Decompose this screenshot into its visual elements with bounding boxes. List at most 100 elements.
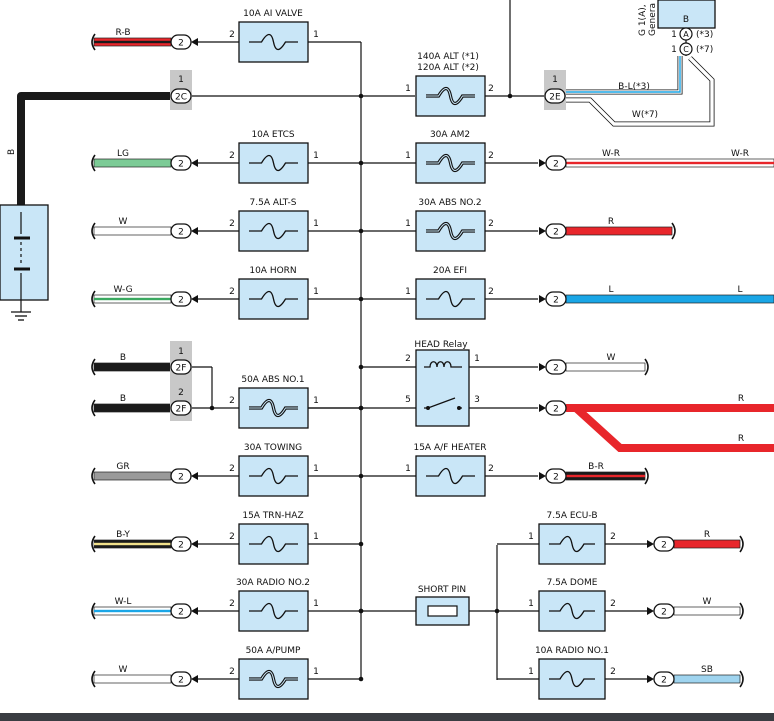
harness-mid-1 <box>565 226 673 236</box>
fuse-right-0-pin-r: 2 <box>610 532 616 542</box>
harness-abs1-bot <box>93 403 172 413</box>
harness-left-5 <box>93 471 172 481</box>
direction-arrow <box>539 472 546 480</box>
fuse-left-2-conn-label: 2 <box>178 227 184 237</box>
harness-break <box>91 535 96 553</box>
generator-pin-c-num: 1 <box>671 45 677 55</box>
wires-layer <box>17 0 774 684</box>
junction-dot <box>358 608 364 614</box>
fuse-left-4-pin-r: 1 <box>313 396 319 406</box>
relay-conn-top <box>545 359 567 375</box>
direction-arrow <box>539 295 546 303</box>
fuse-right-0-pin-l: 1 <box>528 532 534 542</box>
fuse-left-0-conn <box>170 34 192 50</box>
fuse-alt-element-core <box>426 88 475 104</box>
direction-arrow <box>191 295 198 303</box>
fuse-left-1-pin-r: 1 <box>313 151 319 161</box>
harness-abs1-top-label: B <box>120 353 126 363</box>
generator-ref-2: Genera <box>648 3 658 36</box>
junction-dot <box>494 608 500 614</box>
fuse-mid-3-pin-r: 2 <box>488 464 494 474</box>
head-relay-pin3: 3 <box>474 395 480 405</box>
harness-left-2-label: W <box>119 217 128 227</box>
junction-dot <box>507 93 513 99</box>
harness-break <box>91 670 96 688</box>
harness-relay-r2 <box>573 405 774 452</box>
fuse-left-2-conn <box>170 223 192 239</box>
junction-dot <box>358 160 364 166</box>
relay-conn-bot <box>545 400 567 416</box>
harness-abs1-bot-label: B <box>120 394 126 404</box>
generator-pin-a-note: (*3) <box>696 30 713 40</box>
harness-mid-3-stripe <box>566 474 645 478</box>
connector-2e <box>544 88 566 104</box>
harness-mid-2 <box>565 294 774 304</box>
head-relay-name: HEAD Relay <box>414 340 468 350</box>
harness-left-5-label: GR <box>116 462 129 472</box>
fuse-right-2-pin-r: 2 <box>610 667 616 677</box>
fuse-mid-1-conn <box>545 223 567 239</box>
fuse-left-5-pin-r: 1 <box>313 464 319 474</box>
harness-break <box>739 535 744 553</box>
connector-2f-bot-pin: 2 <box>178 388 184 398</box>
harness-break <box>91 222 96 240</box>
head-relay-pin1: 1 <box>474 354 480 364</box>
fuse-left-2-pin-l: 2 <box>229 219 235 229</box>
head-relay-pin5: 5 <box>405 395 411 405</box>
connector-2c-pin: 1 <box>178 75 184 85</box>
generator-pin-c-label: C <box>683 45 689 54</box>
fuse-mid-1-element-core <box>426 223 475 239</box>
fuse-left-8-conn-label: 2 <box>178 675 184 685</box>
fuse-left-7-conn <box>170 603 192 619</box>
fuse-left-1-name: 10A ETCS <box>251 130 294 140</box>
relay-conn-top-label: 2 <box>553 363 559 373</box>
connector-2e-label: 2E <box>549 92 561 102</box>
direction-arrow <box>191 472 198 480</box>
fuse-right-2-pin-l: 1 <box>528 667 534 677</box>
relay-switch-contact <box>457 406 461 410</box>
harness-left-8 <box>93 674 172 684</box>
connector-2c <box>170 88 192 104</box>
connector-2e-pin: 1 <box>552 75 558 85</box>
harness-left-3-label: W-G <box>113 285 132 295</box>
harness-right-2 <box>673 674 741 684</box>
direction-arrow <box>539 404 546 412</box>
harness-mid-2-label: L <box>608 285 613 295</box>
direction-arrow <box>191 675 198 683</box>
harness-right-0 <box>673 539 741 549</box>
connector-2c-label: 2C <box>175 92 187 102</box>
fuse-left-3-conn <box>170 291 192 307</box>
junction-dot <box>358 541 364 547</box>
generator-ref-1: G 1(A), <box>638 4 648 36</box>
short-pin-name: SHORT PIN <box>418 585 466 595</box>
fuse-left-6-pin-l: 2 <box>229 532 235 542</box>
battery <box>0 204 49 301</box>
harness-left-1-label: LG <box>117 149 129 159</box>
fuse-right-1-conn-label: 2 <box>661 607 667 617</box>
fuse-left-5-pin-l: 2 <box>229 464 235 474</box>
harness-break <box>91 154 96 172</box>
fuse-mid-0-element-core <box>426 155 475 171</box>
fuse-left-0-name: 10A AI VALVE <box>243 9 303 19</box>
fuse-alt-pin-l: 1 <box>405 84 411 94</box>
harness-mid-1-label: R <box>608 217 614 227</box>
generator-pin-c <box>679 42 693 56</box>
fuse-left-0-conn-label: 2 <box>178 38 184 48</box>
harness-break <box>91 399 96 417</box>
harness-mid-2-label-end: L <box>737 285 742 295</box>
fuse-left-7-element <box>249 602 298 620</box>
fuse-right-2-conn <box>653 671 675 687</box>
bottom-scroll-bar[interactable] <box>0 713 774 721</box>
harness-break <box>671 222 676 240</box>
junction-dot <box>358 93 364 99</box>
generator-pin-a <box>679 27 693 41</box>
harness-left-1 <box>93 158 172 168</box>
harness-mid-0-stripe <box>566 161 774 165</box>
fuse-left-3-pin-l: 2 <box>229 287 235 297</box>
fuse-mid-3-conn-label: 2 <box>553 472 559 482</box>
harness-w-label: W(*7) <box>632 110 658 120</box>
fuse-mid-2-pin-l: 1 <box>405 287 411 297</box>
junction-dot <box>358 296 364 302</box>
junction-dot <box>209 405 215 411</box>
